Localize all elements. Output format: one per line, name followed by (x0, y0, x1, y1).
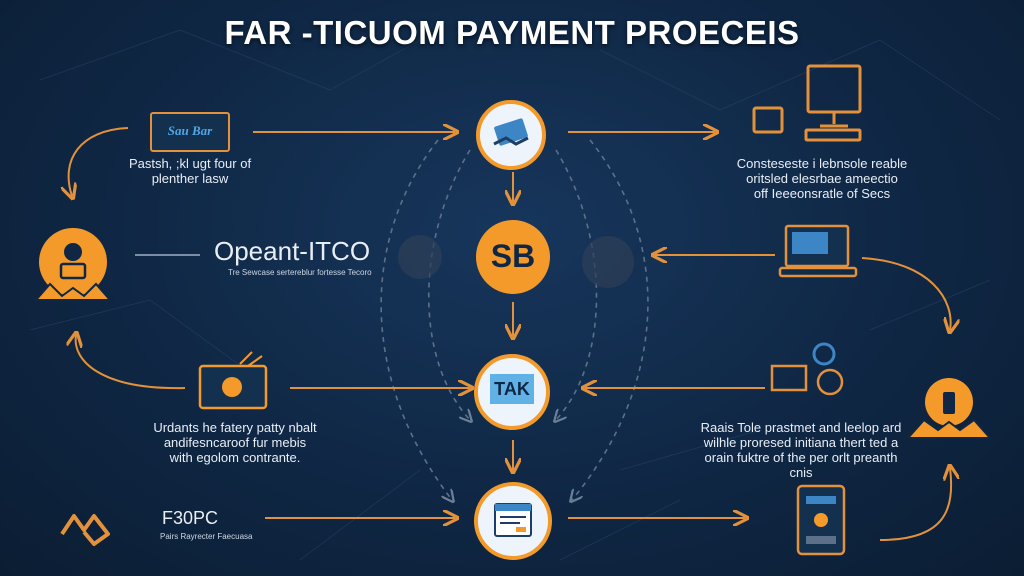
orange-arrows (69, 128, 952, 541)
ghost-coin-right-icon (582, 236, 634, 288)
coin-card-icon (198, 351, 268, 410)
node-center-middle-label: SB (490, 238, 536, 274)
top-left-caption: Pastsh, ;kl ugt four of plenther lasw (100, 156, 280, 186)
node-center-top (476, 100, 546, 170)
right-caption: Raais Tole prastmet and leelop ard wilhl… (696, 420, 906, 480)
caption-line: plenther lasw (151, 171, 229, 186)
card-logo-icon: Sau Bar (150, 112, 230, 152)
caption-line: Raais Tole prastmet and leelop ard (700, 420, 902, 435)
node-center-bottom (474, 482, 552, 560)
caption-line: orain fuktre of the per orlt preanth cni… (704, 450, 898, 480)
opeant-brand-name: Opeant-ITCO (214, 236, 371, 266)
coin-person-icon (33, 228, 113, 301)
node-center-lower: TAK (474, 354, 550, 430)
bottom-left-brand-name: F30PC (162, 508, 219, 528)
mobile-app-icon (796, 484, 846, 556)
ghost-coin-left-icon (398, 235, 442, 279)
node-center-middle: SB (476, 220, 550, 294)
diagram-title: FAR -TICUOM PAYMENT PROECEIS (224, 14, 800, 51)
left-coin-caption: Urdants he fatery patty nbalt andifesnca… (140, 420, 330, 465)
caption-line: off Ieeeonsratle of Secs (753, 186, 891, 201)
caption-line: oritsled elesrbae ameectio (746, 171, 898, 186)
top-right-caption: Consteseste i lebnsole reable oritsled e… (724, 156, 920, 201)
caption-line: wilhle proresed initiana thert ted a (703, 435, 899, 450)
handshake-payment-icon (493, 118, 529, 146)
invoice-document-icon (494, 503, 532, 537)
node-center-lower-label: TAK (490, 374, 534, 404)
background-network (29, 29, 1001, 561)
caption-line: Consteseste i lebnsole reable (736, 156, 908, 171)
caption-line: Urdants he fatery patty nbalt (153, 420, 317, 435)
opeant-brand-subtitle: Tre Sewcase sertereblur fortesse Tecoro (228, 268, 372, 277)
desktop-computer-icon (752, 64, 862, 142)
caption-line: with egolom contrante. (169, 450, 301, 465)
central-arcs (380, 139, 649, 500)
coin-person-right-icon (905, 378, 993, 439)
swap-logo-icon (60, 514, 110, 546)
caption-line: Pastsh, ;kl ugt four of (128, 156, 252, 171)
bottom-left-brand-subtitle: Pairs Rayrecter Faecuasa (160, 532, 253, 541)
card-logo-text: Sau Bar (167, 123, 213, 138)
analytics-cluster-icon (770, 342, 844, 396)
laptop-icon (778, 224, 858, 278)
caption-line: andifesncaroof fur mebis (163, 435, 307, 450)
